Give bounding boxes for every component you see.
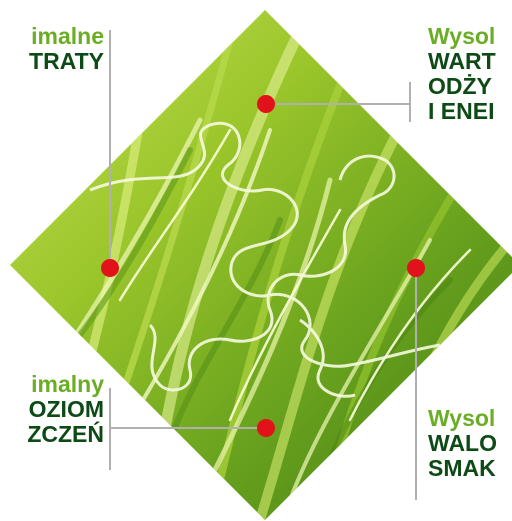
label-bottom-right-line3: SMAK [428, 455, 496, 481]
label-top-right-line1: Wysol [428, 23, 496, 49]
label-top-right-line3: ODŻY [428, 73, 492, 99]
label-top-left-line2: TRATY [29, 48, 104, 74]
marker-left [101, 259, 119, 277]
label-bottom-right-line2: WALO [428, 430, 497, 456]
marker-bottom [257, 419, 275, 437]
label-bottom-left-line1: imalny [31, 371, 104, 397]
label-bottom-left-line2: OZIOM [28, 396, 104, 422]
label-top-right-line4: I ENEI [428, 98, 495, 124]
marker-top [257, 95, 275, 113]
label-bottom-left: imalny OZIOM ZCZEŃ [27, 372, 104, 447]
label-bottom-right-line1: Wysol [428, 405, 496, 431]
label-top-right-line2: WART [428, 48, 496, 74]
marker-right [407, 259, 425, 277]
label-top-left: imalne TRATY [29, 24, 104, 74]
label-top-right: Wysol WART ODŻY I ENEI [428, 24, 496, 124]
label-bottom-left-line3: ZCZEŃ [27, 421, 104, 447]
label-bottom-right: Wysol WALO SMAK [428, 406, 497, 481]
label-top-left-line1: imalne [31, 23, 104, 49]
leader-lines [109, 30, 417, 500]
